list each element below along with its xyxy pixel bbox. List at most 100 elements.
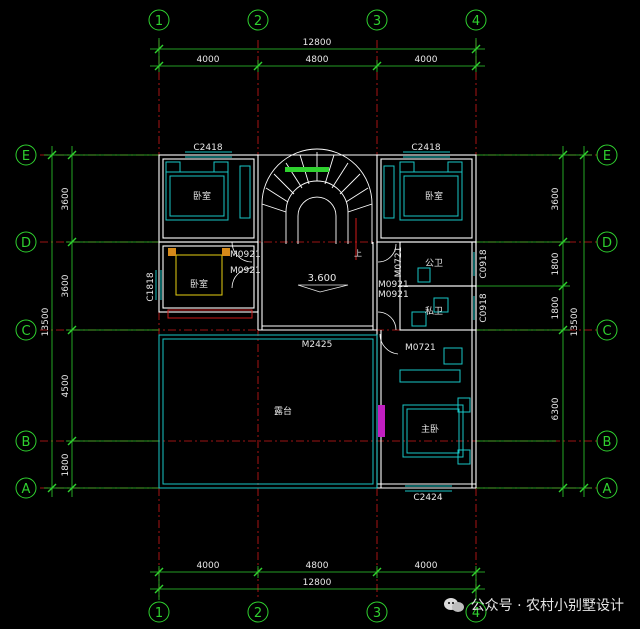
room-master-bedroom: 主卧 bbox=[421, 423, 439, 435]
opening-labels: C2418 C2418 C1818 C2424 M0921 M0921 M072… bbox=[146, 143, 489, 503]
axis-bottom-4: 4 bbox=[472, 606, 480, 621]
room-bedroom-ne: 卧室 bbox=[425, 190, 443, 202]
bubble-bottom-3 bbox=[366, 601, 388, 623]
dim-left-seg-2: 3600 bbox=[61, 274, 71, 297]
bubble-top-1 bbox=[148, 9, 170, 31]
axis-bottom-1: 1 bbox=[155, 606, 163, 621]
axis-left-B: B bbox=[22, 435, 31, 450]
dim-left-seg-3: 4500 bbox=[61, 374, 71, 397]
dim-top-seg-1: 4000 bbox=[197, 55, 220, 65]
toilet-private bbox=[433, 297, 449, 313]
axis-right-B: B bbox=[603, 435, 612, 450]
dim-left-seg-1: 3600 bbox=[61, 187, 71, 210]
bedside-tables-w bbox=[168, 248, 230, 256]
level-triangle bbox=[297, 284, 349, 293]
wardrobe-w bbox=[167, 309, 253, 319]
bubble-right-A bbox=[596, 477, 618, 499]
dim-left-seg-4: 1800 bbox=[61, 453, 71, 476]
label-door-5: M0921 bbox=[378, 290, 409, 300]
furniture bbox=[165, 161, 471, 465]
dim-right-seg-2: 1800 bbox=[551, 252, 561, 275]
axis-right-C: C bbox=[602, 324, 611, 339]
level-mark: 3.600 bbox=[297, 273, 349, 293]
bubble-bottom-1 bbox=[148, 601, 170, 623]
dim-top-total: 12800 bbox=[303, 38, 332, 48]
label-door-2: M0921 bbox=[230, 266, 261, 276]
label-window-w: C1818 bbox=[146, 272, 156, 301]
room-labels: 卧室 卧室 卧室 主卧 公卫 私卫 露台 bbox=[190, 190, 443, 435]
label-door-4: M0921 bbox=[378, 280, 409, 290]
level-value: 3.600 bbox=[308, 273, 337, 284]
axis-bottom-3: 3 bbox=[373, 606, 381, 621]
dim-bottom-total: 12800 bbox=[303, 578, 332, 588]
bed-ne bbox=[399, 171, 463, 221]
label-door-terrace: M2425 bbox=[302, 340, 333, 350]
room-bedroom-w: 卧室 bbox=[190, 278, 208, 290]
wardrobe-ne bbox=[383, 165, 395, 219]
dimension-lines bbox=[44, 38, 592, 600]
label-window-wc2: C0918 bbox=[479, 293, 489, 322]
bubble-right-C bbox=[596, 319, 618, 341]
dim-right-seg-4: 6300 bbox=[551, 397, 561, 420]
bubble-left-E bbox=[15, 144, 37, 166]
label-window-s: C2424 bbox=[413, 493, 442, 503]
windows bbox=[155, 151, 475, 492]
label-door-3: M0721 bbox=[394, 247, 404, 278]
dim-bottom-seg-2: 4800 bbox=[306, 561, 329, 571]
spiral-stair bbox=[261, 148, 373, 244]
stair-up-label: 上 bbox=[354, 249, 362, 258]
axis-right-A: A bbox=[603, 482, 612, 497]
label-window-nw: C2418 bbox=[193, 143, 222, 153]
bubble-bottom-4 bbox=[465, 601, 487, 623]
dim-bottom-seg-1: 4000 bbox=[197, 561, 220, 571]
axis-right-D: D bbox=[602, 236, 612, 251]
wardrobe-nw bbox=[239, 165, 251, 219]
axis-bubble-labels: 1 2 3 4 1 2 3 4 E D C B A E D C B A bbox=[21, 14, 612, 621]
axis-left-E: E bbox=[22, 149, 30, 164]
room-bedroom-nw: 卧室 bbox=[193, 190, 211, 202]
bubble-bottom-2 bbox=[247, 601, 269, 623]
toilet-public bbox=[417, 267, 431, 283]
bubble-top-2 bbox=[247, 9, 269, 31]
bubble-left-B bbox=[15, 430, 37, 452]
bubble-right-E bbox=[596, 144, 618, 166]
label-window-ne: C2418 bbox=[411, 143, 440, 153]
watermark-text: 公众号 · 农村小别墅设计 bbox=[470, 598, 624, 614]
dim-right-seg-3: 1800 bbox=[551, 296, 561, 319]
axis-top-4: 4 bbox=[472, 14, 480, 29]
bubble-right-B bbox=[596, 430, 618, 452]
room-public-wc: 公卫 bbox=[425, 258, 443, 269]
label-door-1: M0921 bbox=[230, 250, 261, 260]
stair-label-bar bbox=[285, 167, 329, 172]
axis-right-E: E bbox=[603, 149, 611, 164]
wardrobe-master bbox=[399, 369, 461, 383]
dimension-labels: 12800 4000 4800 4000 4000 4800 4000 1280… bbox=[41, 38, 580, 588]
axis-grid bbox=[40, 40, 598, 598]
label-window-wc1: C0918 bbox=[479, 249, 489, 278]
axis-top-3: 3 bbox=[373, 14, 381, 29]
bubble-left-D bbox=[15, 231, 37, 253]
desk-master bbox=[443, 347, 463, 365]
watermark: 公众号 · 农村小别墅设计 bbox=[443, 595, 624, 615]
master-door-highlight bbox=[378, 405, 385, 437]
bubble-right-D bbox=[596, 231, 618, 253]
axis-bottom-2: 2 bbox=[254, 606, 262, 621]
dim-top-seg-3: 4000 bbox=[415, 55, 438, 65]
axis-left-D: D bbox=[21, 236, 31, 251]
wechat-icon bbox=[443, 597, 465, 613]
room-terrace: 露台 bbox=[274, 405, 292, 417]
dim-left-total: 13500 bbox=[41, 307, 51, 336]
bubble-top-4 bbox=[465, 9, 487, 31]
axis-bubbles bbox=[15, 9, 618, 623]
dim-right-total: 13500 bbox=[570, 307, 580, 336]
walls bbox=[158, 154, 477, 489]
bubble-left-C bbox=[15, 319, 37, 341]
room-private-wc: 私卫 bbox=[425, 306, 443, 317]
axis-top-2: 2 bbox=[254, 14, 262, 29]
dim-right-seg-1: 3600 bbox=[551, 187, 561, 210]
bubble-top-3 bbox=[366, 9, 388, 31]
bed-master bbox=[402, 404, 464, 458]
dim-top-seg-2: 4800 bbox=[306, 55, 329, 65]
label-door-6: M0721 bbox=[405, 343, 436, 353]
